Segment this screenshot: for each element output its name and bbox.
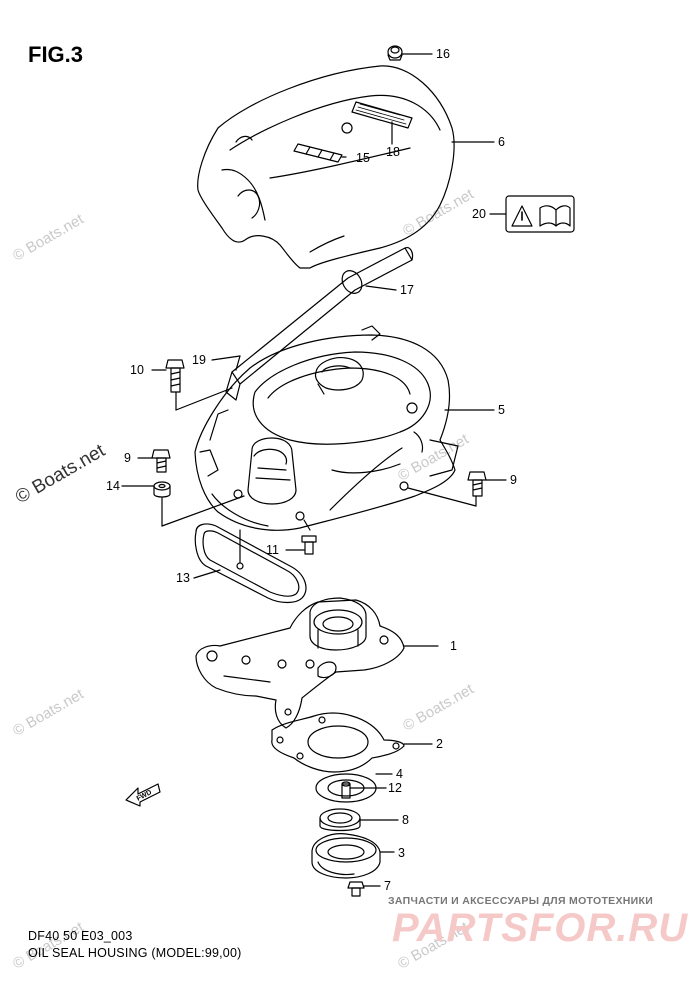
part-20-warning-label bbox=[489, 195, 575, 233]
part-9-bolt-left bbox=[137, 449, 171, 473]
callout-17: 17 bbox=[400, 283, 414, 297]
callout-2: 2 bbox=[436, 737, 443, 751]
part-7-screw bbox=[347, 881, 381, 897]
callout-18: 18 bbox=[386, 145, 400, 159]
part-8-o-ring bbox=[319, 808, 399, 832]
callout-9-right: 9 bbox=[510, 473, 517, 487]
fwd-arrow bbox=[125, 783, 161, 807]
callout-11: 11 bbox=[266, 543, 279, 557]
callout-9-left: 9 bbox=[124, 451, 131, 465]
brand-logo-text: PARTSFOR.RU bbox=[392, 906, 689, 950]
callout-numbers: 1 2 3 4 5 6 7 8 9 9 10 11 12 13 14 15 16… bbox=[106, 47, 517, 893]
part-2-gasket bbox=[271, 712, 433, 773]
part-9-bolt-right bbox=[407, 471, 507, 507]
callout-13: 13 bbox=[176, 571, 190, 585]
part-3-seal-housing bbox=[311, 833, 395, 879]
callout-3: 3 bbox=[398, 846, 405, 860]
part-1-housing-plate bbox=[195, 597, 439, 729]
callout-6: 6 bbox=[498, 135, 505, 149]
callout-4: 4 bbox=[396, 767, 403, 781]
callout-20: 20 bbox=[472, 207, 486, 221]
part-13-gasket bbox=[193, 523, 307, 604]
figure-title: FIG.3 bbox=[28, 42, 84, 67]
part-12-pin bbox=[341, 781, 387, 799]
callout-16: 16 bbox=[436, 47, 450, 61]
shop-tagline: ЗАПЧАСТИ И АКСЕССУАРЫ ДЛЯ МОТОТЕХНИКИ bbox=[388, 895, 654, 907]
part-16-grommet bbox=[387, 45, 433, 61]
callout-10: 10 bbox=[130, 363, 144, 377]
figure-code: DF40 50 E03_003 bbox=[28, 929, 133, 943]
part-11-bolt bbox=[285, 519, 317, 555]
part-17-19-hose bbox=[211, 247, 414, 401]
callout-5: 5 bbox=[498, 403, 505, 417]
part-5-main-housing bbox=[194, 325, 495, 531]
part-6-engine-cover bbox=[197, 65, 495, 269]
callout-19: 19 bbox=[192, 353, 206, 367]
part-10-bolt bbox=[151, 359, 233, 411]
callout-1: 1 bbox=[450, 639, 457, 653]
figure-caption: OIL SEAL HOUSING (MODEL:99,00) bbox=[28, 946, 242, 960]
callout-15: 15 bbox=[356, 151, 370, 165]
callout-8: 8 bbox=[402, 813, 409, 827]
callout-12: 12 bbox=[388, 781, 402, 795]
callout-14: 14 bbox=[106, 479, 120, 493]
callout-7: 7 bbox=[384, 879, 391, 893]
part-14-collar bbox=[121, 481, 245, 527]
